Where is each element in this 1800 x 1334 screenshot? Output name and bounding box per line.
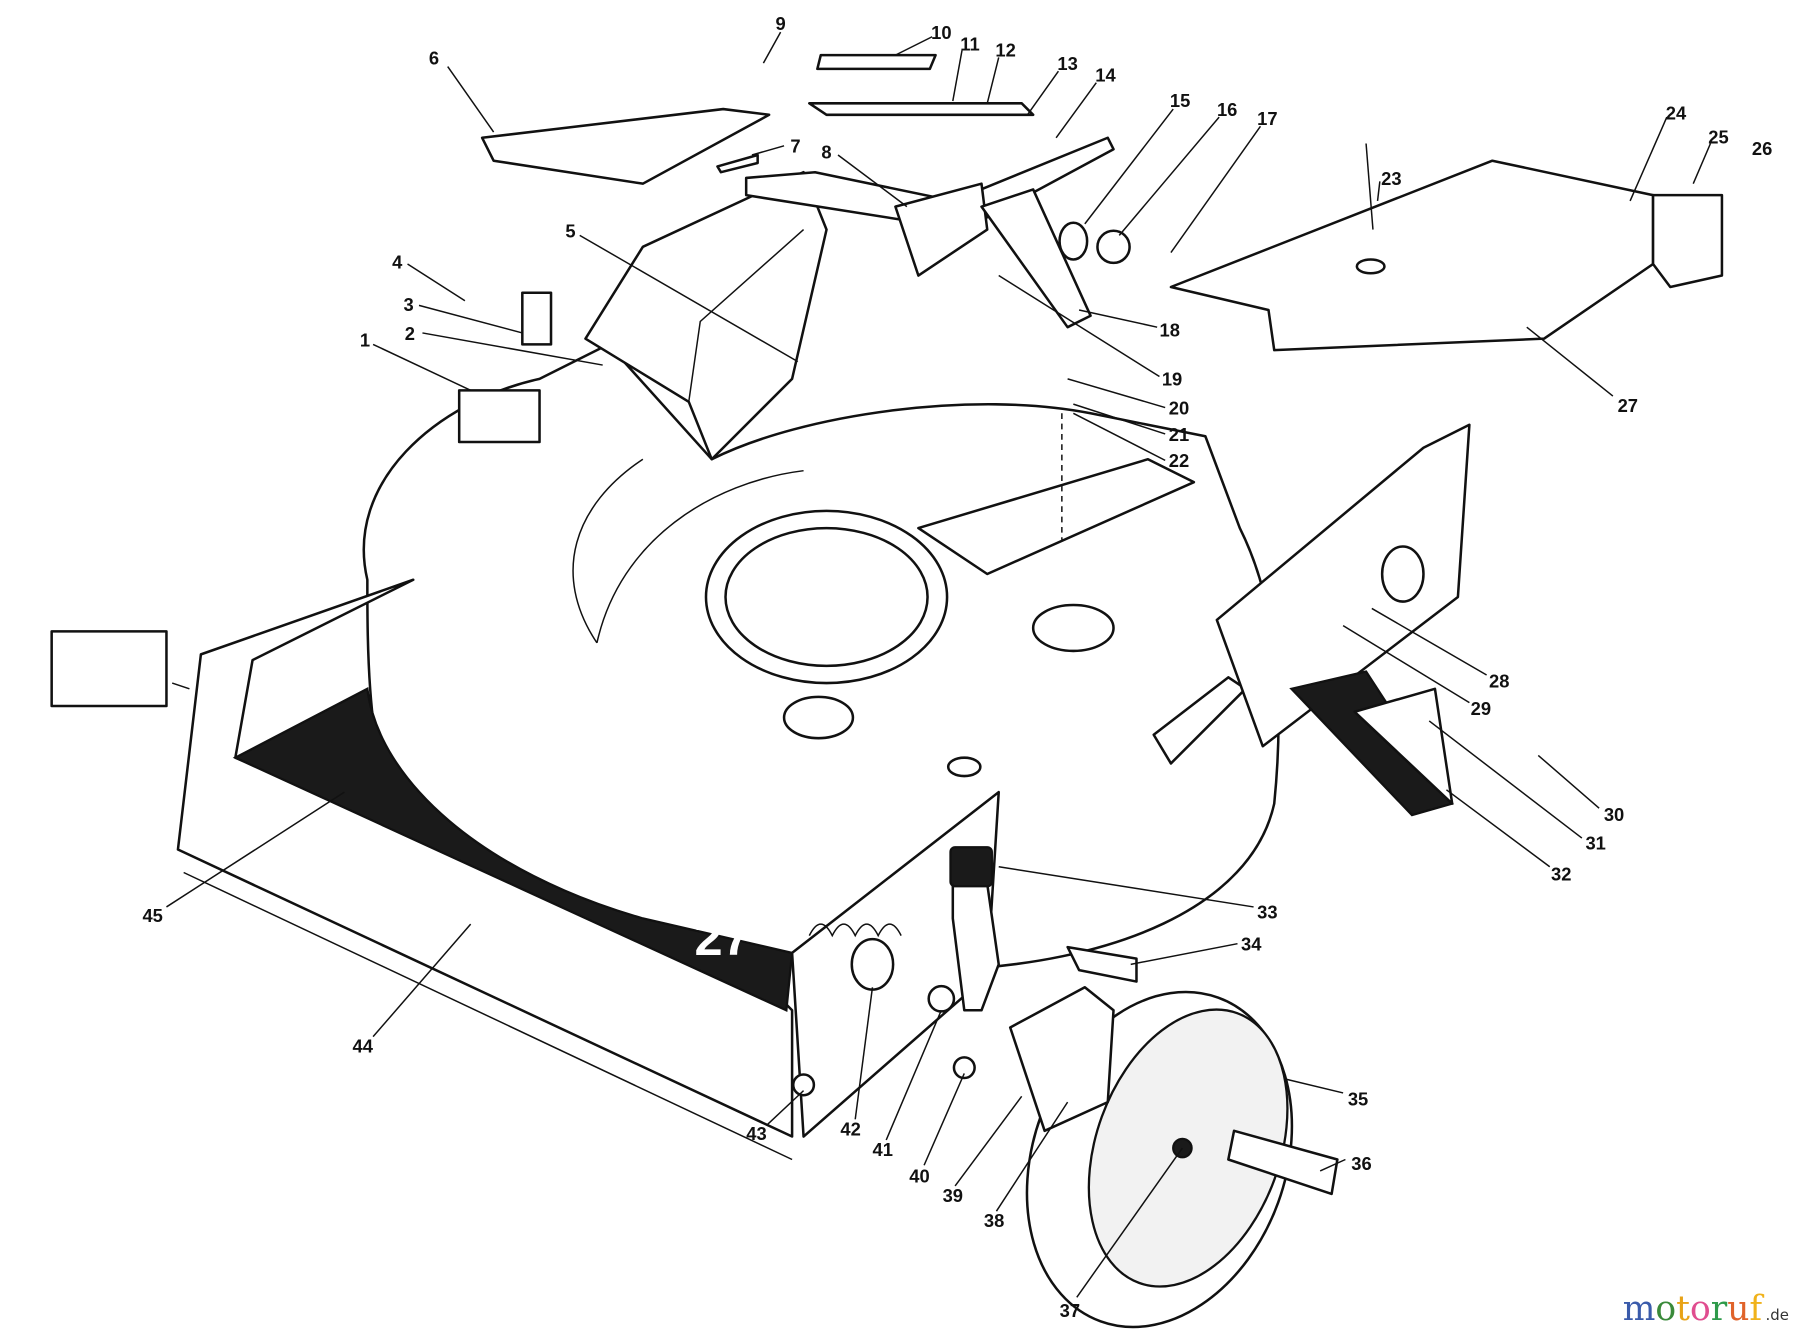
svg-text:motoruf: motoruf: [1623, 1289, 1765, 1329]
callout-1: 1: [360, 330, 370, 351]
callout-2: 2: [405, 323, 415, 344]
watermark-letter: o: [1655, 1289, 1676, 1329]
leader-lines: [166, 31, 1712, 1298]
callout-4: 4: [392, 252, 403, 273]
watermark-letter: u: [1727, 1289, 1749, 1329]
callout-39: 39: [943, 1185, 963, 1206]
callout-8: 8: [821, 141, 831, 162]
front-panel: 27: [176, 578, 794, 1161]
callout-31: 31: [1585, 833, 1605, 854]
watermark-logo: motoruf .de: [1623, 1289, 1789, 1329]
callout-37: 37: [1060, 1300, 1080, 1321]
wheel: [791, 945, 1339, 1329]
callout-22: 22: [1169, 450, 1189, 471]
callout-15: 15: [1170, 90, 1190, 111]
callout-17: 17: [1257, 108, 1277, 129]
callouts: 1 2 3 4 5 6 7 8 9 10 11 12 13 14 15 16 1…: [142, 13, 1772, 1321]
callout-42: 42: [840, 1118, 860, 1139]
watermark-letter: t: [1676, 1289, 1690, 1329]
callout-32: 32: [1551, 864, 1571, 885]
callout-29: 29: [1471, 698, 1491, 719]
callout-27: 27: [1618, 395, 1638, 416]
watermark-letter: m: [1623, 1289, 1656, 1329]
callout-35: 35: [1348, 1089, 1368, 1110]
callout-12: 12: [995, 39, 1015, 60]
callout-24: 24: [1666, 102, 1687, 123]
callout-41: 41: [873, 1139, 893, 1160]
callout-5: 5: [565, 221, 575, 242]
rear-flap: [50, 53, 1724, 708]
height-adjuster: [790, 423, 1471, 1138]
callout-36: 36: [1351, 1153, 1371, 1174]
callout-43: 43: [746, 1123, 766, 1144]
mower-deck: [362, 343, 1280, 972]
callout-23: 23: [1381, 168, 1401, 189]
callout-38: 38: [984, 1210, 1004, 1231]
callout-3: 3: [404, 294, 414, 315]
callout-19: 19: [1162, 369, 1182, 390]
watermark-suffix: .de: [1766, 1306, 1789, 1324]
decal-number: 27: [695, 909, 751, 966]
callout-6: 6: [429, 47, 439, 68]
callout-45: 45: [142, 905, 162, 926]
callout-14: 14: [1095, 65, 1116, 86]
callout-40: 40: [909, 1165, 929, 1186]
callout-28: 28: [1489, 671, 1509, 692]
watermark-letter: o: [1690, 1289, 1711, 1329]
callout-13: 13: [1057, 53, 1077, 74]
callout-44: 44: [353, 1036, 374, 1057]
callout-9: 9: [776, 13, 786, 34]
callout-18: 18: [1160, 319, 1180, 340]
callout-26: 26: [1752, 138, 1772, 159]
callout-25: 25: [1708, 127, 1728, 148]
callout-20: 20: [1169, 397, 1189, 418]
discharge-chute: [457, 170, 828, 461]
callout-33: 33: [1257, 901, 1277, 922]
callout-21: 21: [1169, 424, 1189, 445]
callout-7: 7: [790, 136, 800, 157]
callout-11: 11: [960, 34, 979, 55]
callout-16: 16: [1217, 99, 1237, 120]
callout-34: 34: [1241, 934, 1262, 955]
watermark-letter: r: [1711, 1289, 1728, 1329]
callout-10: 10: [931, 22, 951, 43]
callout-30: 30: [1604, 804, 1624, 825]
watermark-letter: f: [1749, 1289, 1764, 1329]
